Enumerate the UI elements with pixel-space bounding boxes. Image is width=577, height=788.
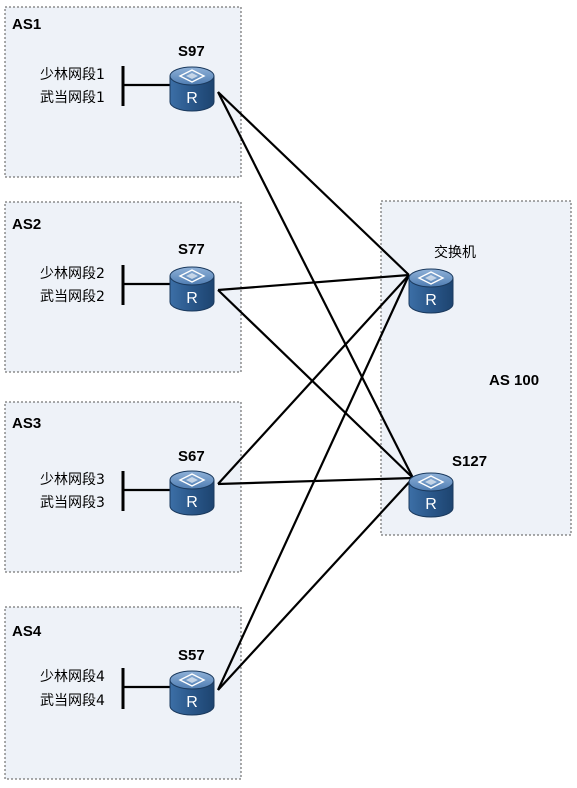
- link-s77-switch: [217, 273, 410, 292]
- as2-segment-shaolin: 少林网段2: [40, 266, 105, 282]
- as100-label: AS 100: [489, 372, 539, 389]
- s127-router-icon[interactable]: R: [408, 472, 454, 518]
- s77-label: S77: [178, 241, 205, 258]
- as3-segment-shaolin: 少林网段3: [40, 472, 105, 488]
- s57-router-icon[interactable]: R: [169, 670, 215, 716]
- as4-group: AS4 S57 少林网段4 武当网段4 R: [12, 623, 215, 716]
- link-s57-switch: [217, 274, 410, 691]
- router-letter: R: [186, 290, 198, 307]
- switch-label: 交换机: [434, 244, 476, 261]
- as100-group: 交换机 R AS 100 S127 R: [408, 244, 539, 518]
- s57-label: S57: [178, 647, 205, 664]
- as2-group: AS2 S77 少林网段2 武当网段2 R: [12, 216, 215, 312]
- router-letter: R: [186, 694, 198, 711]
- link-s97-s127: [217, 91, 414, 479]
- as3-segment-wudang: 武当网段3: [40, 495, 105, 511]
- link-s77-s127: [217, 289, 414, 479]
- s77-router-icon[interactable]: R: [169, 266, 215, 312]
- switch-router-icon[interactable]: R: [408, 268, 454, 314]
- as1-label: AS1: [12, 16, 41, 33]
- links: [217, 91, 414, 691]
- as3-label: AS3: [12, 415, 41, 432]
- as3-group: AS3 S67 少林网段3 武当网段3 R: [12, 415, 215, 516]
- as1-segment-wudang: 武当网段1: [40, 90, 105, 106]
- s97-router-icon[interactable]: R: [169, 66, 215, 112]
- s97-label: S97: [178, 43, 205, 60]
- router-letter: R: [186, 494, 198, 511]
- s67-label: S67: [178, 448, 205, 465]
- link-s57-s127: [217, 477, 414, 691]
- router-letter: R: [186, 90, 198, 107]
- link-s97-switch: [217, 91, 410, 276]
- router-letter: R: [425, 496, 437, 513]
- link-s67-s127: [217, 476, 414, 486]
- link-s67-switch: [217, 274, 410, 485]
- as1-group: AS1 S97 少林网段1 武当网段1 R: [12, 16, 215, 112]
- as4-segment-shaolin: 少林网段4: [40, 669, 105, 685]
- s127-label: S127: [452, 453, 487, 470]
- router-letter: R: [425, 292, 437, 309]
- as4-segment-wudang: 武当网段4: [40, 693, 105, 709]
- as2-label: AS2: [12, 216, 41, 233]
- as2-segment-wudang: 武当网段2: [40, 289, 105, 305]
- as1-segment-shaolin: 少林网段1: [40, 67, 105, 83]
- as4-label: AS4: [12, 623, 42, 640]
- s67-router-icon[interactable]: R: [169, 470, 215, 516]
